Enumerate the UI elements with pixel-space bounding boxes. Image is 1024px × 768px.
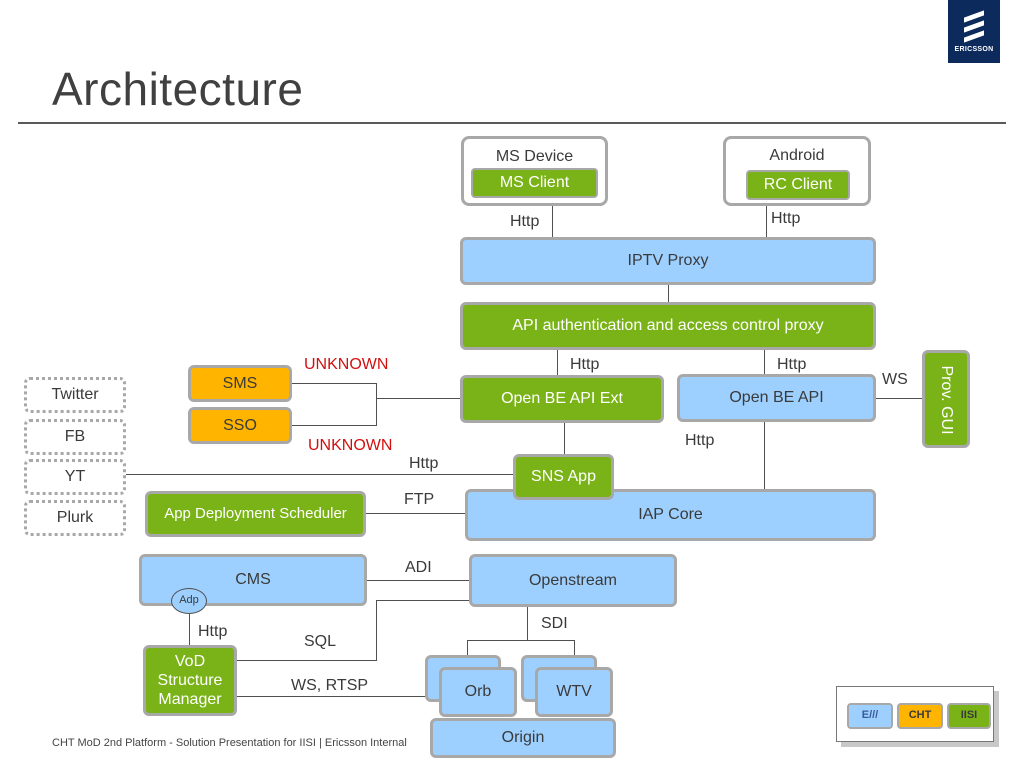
wtv-box[interactable]: WTV	[535, 667, 613, 717]
connector-android-iptv	[766, 203, 767, 238]
api-auth-proxy-box[interactable]: API authentication and access control pr…	[460, 302, 876, 350]
ws-rtsp-label: WS, RTSP	[291, 677, 369, 694]
adp-badge[interactable]: Adp	[171, 588, 207, 614]
legend-ericsson: E///	[847, 703, 893, 729]
connector-ms-iptv	[552, 205, 553, 238]
adi-label: ADI	[405, 559, 432, 576]
connector-api-core	[764, 420, 765, 490]
sms-box[interactable]: SMS	[188, 365, 292, 402]
http-ms-label: Http	[510, 213, 540, 230]
logo-wordmark: ERICSSON	[954, 46, 994, 53]
connector-sms	[291, 383, 376, 384]
connector-ext-sns	[564, 422, 565, 455]
yt-box[interactable]: YT	[24, 459, 126, 495]
sdi-label: SDI	[541, 615, 568, 632]
rc-client-box[interactable]: RC Client	[746, 170, 850, 200]
prov-gui-label: Prov. GUI	[938, 365, 955, 435]
fb-box[interactable]: FB	[24, 419, 126, 455]
connector-unknown-ext	[376, 398, 462, 399]
connector-sql-vert	[376, 600, 377, 660]
http-api-label: Http	[777, 356, 807, 373]
connector-yt-sns	[124, 474, 514, 475]
ws-label: WS	[882, 371, 908, 388]
plurk-box[interactable]: Plurk	[24, 500, 126, 536]
sns-app-box[interactable]: SNS App	[513, 454, 614, 500]
connector-vod-orb	[236, 696, 426, 697]
vod-structure-manager-box[interactable]: VoD Structure Manager	[143, 645, 237, 716]
app-deployment-scheduler-box[interactable]: App Deployment Scheduler	[145, 491, 366, 537]
connector-sdi-wtv	[574, 640, 575, 657]
connector-sdi-split	[467, 640, 574, 641]
ericsson-logo	[948, 0, 1000, 63]
http-sns-label: Http	[409, 455, 439, 472]
connector-sso	[291, 425, 376, 426]
android-label: Android	[769, 147, 825, 164]
sso-box[interactable]: SSO	[188, 407, 292, 444]
logo-stripe-icon	[964, 30, 984, 43]
open-be-api-box[interactable]: Open BE API	[677, 374, 876, 422]
sql-label: SQL	[304, 633, 337, 650]
open-be-api-ext-box[interactable]: Open BE API Ext	[460, 375, 664, 423]
http-ext-label: Http	[570, 356, 600, 373]
ms-device-label: MS Device	[495, 148, 574, 165]
unknown-bottom-label: UNKNOWN	[308, 437, 393, 454]
openstream-box[interactable]: Openstream	[469, 554, 677, 607]
http-api-core-label: Http	[685, 432, 715, 449]
connector-api-prov	[875, 398, 923, 399]
twitter-box[interactable]: Twitter	[24, 377, 126, 413]
orb-box[interactable]: Orb	[439, 667, 517, 717]
legend-iisi: IISI	[947, 703, 991, 729]
unknown-top-label: UNKNOWN	[304, 356, 389, 373]
origin-box[interactable]: Origin	[430, 718, 616, 758]
prov-gui-box[interactable]: Prov. GUI	[922, 350, 970, 448]
connector-sql-bottom	[236, 660, 377, 661]
connector-iptv-auth	[668, 283, 669, 304]
title-divider	[18, 122, 1006, 124]
connector-scheduler-core	[365, 513, 467, 514]
connector-adp-vod	[189, 612, 190, 647]
slide-title: Architecture	[52, 63, 304, 115]
connector-sdi-orb	[467, 640, 468, 657]
legend-cht: CHT	[897, 703, 943, 729]
ms-client-box[interactable]: MS Client	[471, 168, 598, 198]
http-adp-label: Http	[198, 623, 228, 640]
http-android-label: Http	[771, 210, 801, 227]
iptv-proxy-box[interactable]: IPTV Proxy	[460, 237, 876, 285]
connector-auth-ext	[557, 349, 558, 377]
connector-sql-top	[376, 600, 471, 601]
ftp-label: FTP	[404, 491, 435, 508]
connector-auth-api	[764, 349, 765, 376]
connector-openstream-sdi	[527, 606, 528, 640]
connector-cms-openstream	[366, 580, 470, 581]
connector-sms-sso-join	[376, 383, 377, 426]
slide-footer: CHT MoD 2nd Platform - Solution Presenta…	[52, 737, 407, 749]
color-legend: E/// CHT IISI	[836, 686, 994, 742]
